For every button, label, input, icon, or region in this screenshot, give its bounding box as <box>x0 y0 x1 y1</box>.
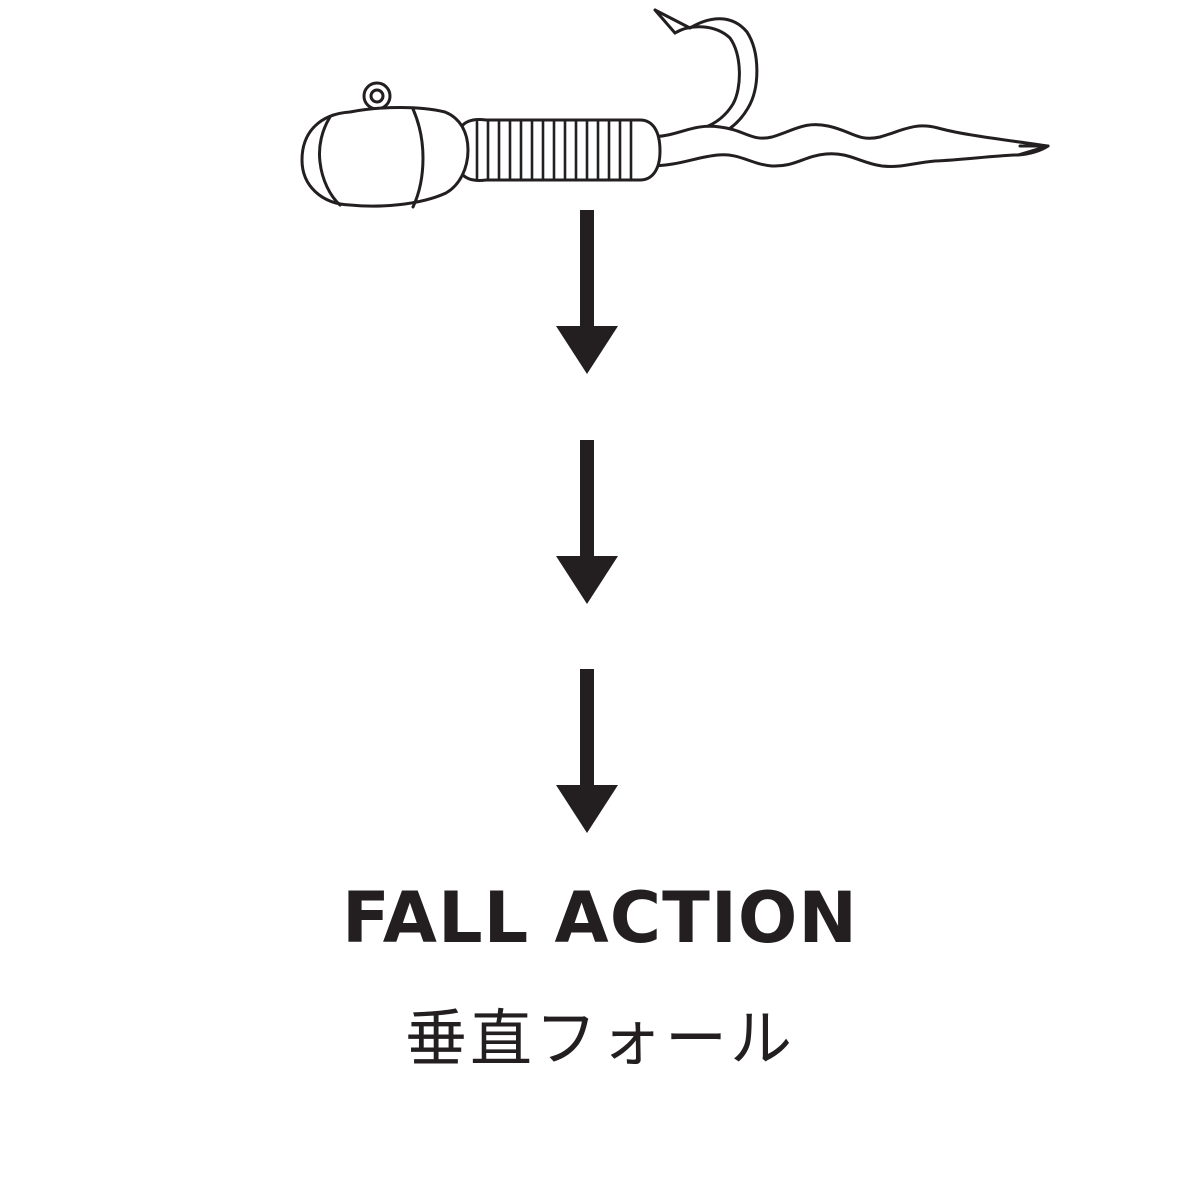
diagram-subtitle: 垂直フォール <box>404 1002 795 1075</box>
hook-icon <box>653 8 759 140</box>
down-arrow-icon <box>556 210 618 374</box>
down-arrow-icon <box>556 440 618 604</box>
worm-collar <box>460 118 662 182</box>
jig-head-weight <box>300 106 470 208</box>
collar-ribs <box>475 119 633 181</box>
diagram-title: FALL ACTION <box>342 877 858 959</box>
jig-head-with-worm-icon <box>300 8 1050 209</box>
down-arrow-icon <box>556 669 618 833</box>
worm-tail <box>646 123 1050 168</box>
